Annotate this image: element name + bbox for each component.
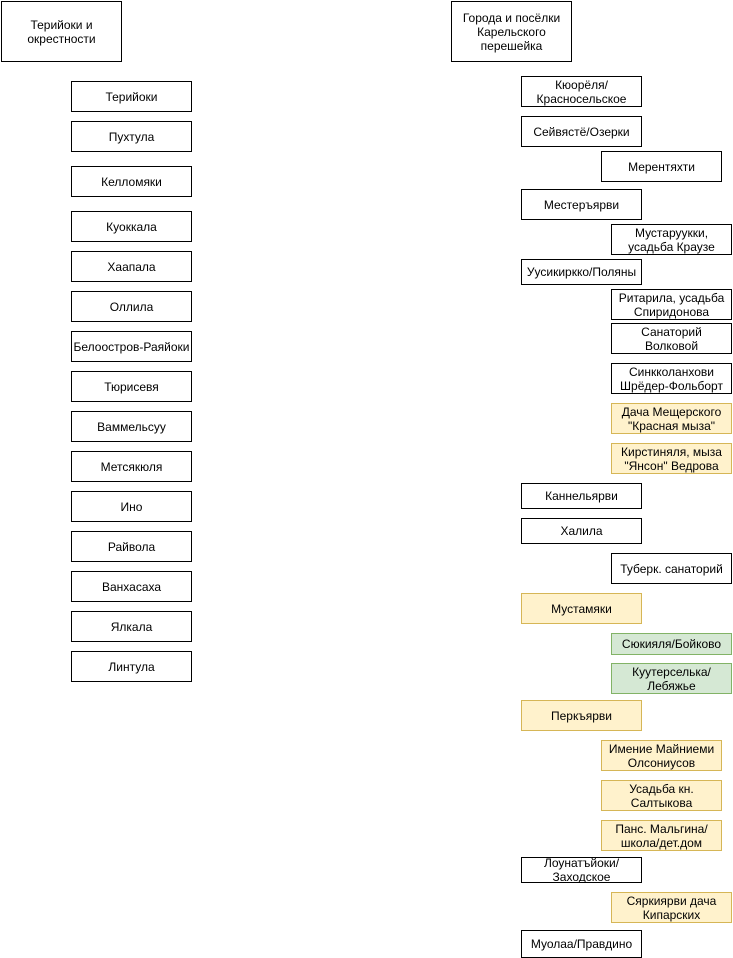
node-label: Имение Майниеми Олсониусов [608,741,715,770]
right-item-syukiyalya[interactable]: Сюкияля/Бойково [611,633,732,655]
right-item-mustamyaki[interactable]: Мустамяки [521,593,642,624]
right-item-syarkiyarvi[interactable]: Сяркиярви дача Кипарских [611,892,732,923]
node-label: Белоостров-Раяйоки [73,339,190,354]
node-label: Мустамяки [551,601,612,616]
right-item-uusikirkko[interactable]: Уусикиркко/Поляны [521,259,642,285]
left-item-ino[interactable]: Ино [71,491,192,522]
left-item-vanhasaha[interactable]: Ванхасаха [71,571,192,602]
node-label: Халила [560,524,603,538]
right-item-kyurelya[interactable]: Кюорёля/ Красносельское [521,76,642,107]
node-label: Ваммельсуу [97,419,166,434]
node-label: Ино [120,499,143,514]
node-label: Санаторий Волковой [641,324,702,353]
left-item-metsakyulya[interactable]: Метсякюля [71,451,192,482]
right-item-mesteryarvi[interactable]: Местеръярви [521,189,642,220]
node-label: Мустаруукки, усадьба Краузе [628,225,715,254]
right-item-merentyahti[interactable]: Мерентяхти [601,151,722,182]
node-label: Ванхасаха [101,579,162,594]
node-label: Хаапала [107,259,156,274]
right-item-seivyaste[interactable]: Сейвястё/Озерки [521,116,642,147]
right-item-lounatjoki[interactable]: Лоунатъйоки/ Заходское [521,857,642,883]
node-label: Кюорёля/ Красносельское [536,77,627,106]
node-label: Метсякюля [100,459,163,474]
left-item-haapala[interactable]: Хаапала [71,251,192,282]
node-label: Дача Мещерского "Красная мыза" [621,404,722,433]
left-item-kellomaki[interactable]: Келломяки [71,166,192,197]
right-item-muolaa[interactable]: Муолаа/Правдино [521,930,642,958]
node-label: Тюрисевя [104,379,159,394]
left-item-puhtula[interactable]: Пухтула [71,121,192,152]
right-item-ritarila[interactable]: Ритарила, усадьба Спиридонова [611,289,732,320]
node-label: Панс. Мальгина/ школа/дет.дом [615,821,708,850]
right-item-usadba-saltykova[interactable]: Усадьба кн. Салтыкова [601,780,722,811]
node-label: Туберк. санаторий [620,561,723,576]
right-item-mustaruukki[interactable]: Мустаруукки, усадьба Краузе [611,224,732,255]
node-label: Каннельярви [545,489,618,503]
right-item-halila[interactable]: Халила [521,518,642,544]
right-item-mainiemi[interactable]: Имение Майниеми Олсониусов [601,740,722,771]
left-item-raivola[interactable]: Райвола [71,531,192,562]
left-item-lintula[interactable]: Линтула [71,651,192,682]
node-label: Линтула [108,659,155,674]
node-label: Сяркиярви дача Кипарских [626,893,717,922]
node-label: Сейвястё/Озерки [533,124,630,139]
node-label: Кирстиняля, мыза "Янсон" Ведрова [621,444,722,473]
node-label: Местеръярви [543,197,620,212]
node-label: Сюкияля/Бойково [621,637,722,651]
right-item-sinkkolanhovi[interactable]: Синкколанхови Шрёдер-Фольборт [611,363,732,394]
node-label: Келломяки [101,174,162,189]
left-item-yalkala[interactable]: Ялкала [71,611,192,642]
right-item-dacha-meshcherskogo[interactable]: Дача Мещерского "Красная мыза" [611,403,732,434]
node-label: Перкъярви [551,708,612,723]
node-label: Уусикиркко/Поляны [526,265,637,279]
left-item-terijoki[interactable]: Терийоки [71,81,192,112]
right-item-tuberk-sanatorium[interactable]: Туберк. санаторий [611,553,732,584]
node-label: Ялкала [110,619,153,634]
node-label: Мерентяхти [628,159,695,174]
node-label: Усадьба кн. Салтыкова [629,781,694,810]
node-label: Лоунатъйоки/ Заходское [543,857,620,883]
node-label: Пухтула [108,129,155,144]
left-item-vammelsuu[interactable]: Ваммельсуу [71,411,192,442]
node-label: Ритарила, усадьба Спиридонова [618,290,725,319]
node-label: Куутерселька/ Лебяжье [632,664,711,693]
node-label: Терийоки [105,89,158,104]
left-item-beloostrov[interactable]: Белоостров-Раяйоки [71,331,192,362]
node-label: Оллила [109,299,154,314]
right-item-kirstinyalya[interactable]: Кирстиняля, мыза "Янсон" Ведрова [611,443,732,474]
right-item-kuuterselka[interactable]: Куутерселька/ Лебяжье [611,663,732,694]
right-item-perkyarvi[interactable]: Перкъярви [521,700,642,731]
left-group-header-label: Терийоки и окрестности [27,17,96,46]
left-item-kuokkala[interactable]: Куоккала [71,211,192,242]
right-group-header-label: Города и посёлки Карельского перешейка [462,10,561,53]
right-item-pans-malgina[interactable]: Панс. Мальгина/ школа/дет.дом [601,820,722,851]
node-label: Муолаа/Правдино [530,937,633,951]
left-item-tyurisevya[interactable]: Тюрисевя [71,371,192,402]
left-group-header[interactable]: Терийоки и окрестности [1,1,122,62]
node-label: Синкколанхови Шрёдер-Фольборт [620,364,723,393]
node-label: Куоккала [106,219,157,234]
right-group-header[interactable]: Города и посёлки Карельского перешейка [451,1,572,62]
right-item-sanatorium-volkovoi[interactable]: Санаторий Волковой [611,323,732,354]
left-item-ollila[interactable]: Оллила [71,291,192,322]
right-item-kannelyarvi[interactable]: Каннельярви [521,483,642,509]
node-label: Райвола [107,539,156,554]
